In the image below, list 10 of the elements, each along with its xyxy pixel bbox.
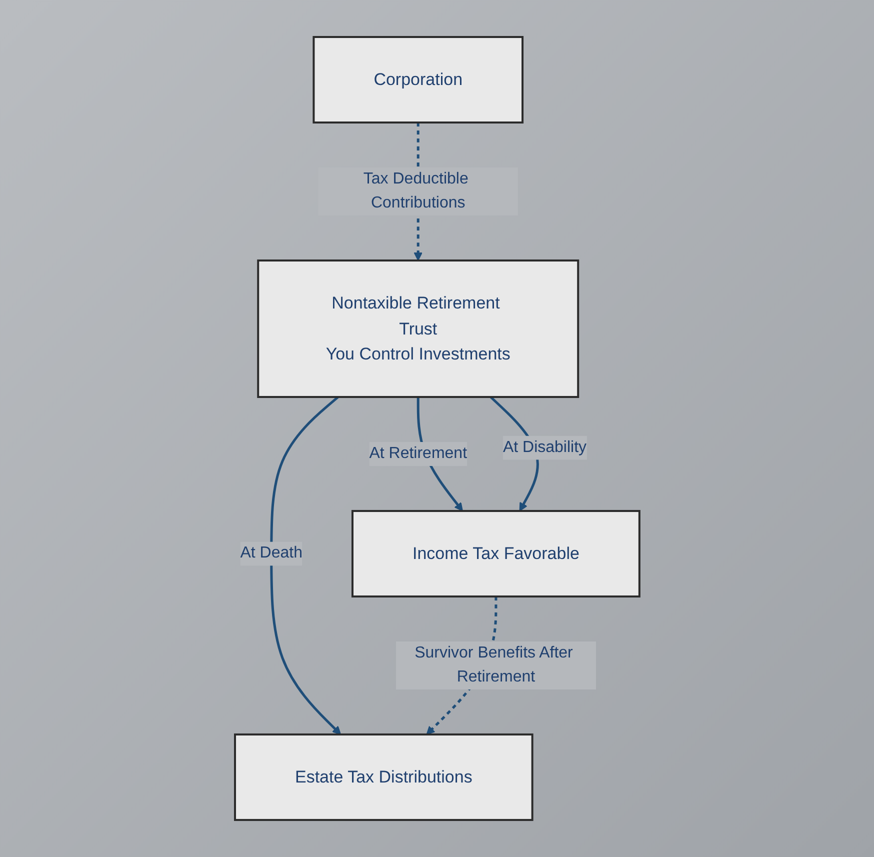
node-box: Income Tax Favorable [351,510,640,598]
edge-label: At Retirement [368,445,467,462]
edge-label: At Death [240,544,302,562]
node-box: Corporation [312,36,524,124]
edge-label: Survivor Benefits After Retirement [414,644,573,686]
node-box: Estate Tax Distributions [234,734,534,821]
edge-label: At Disability [502,438,586,456]
edge-label: Tax Deductible Contributions [363,170,468,212]
arrow [270,396,341,735]
node-box: Nontaxible Retirement Trust You Control Investments [256,260,579,398]
